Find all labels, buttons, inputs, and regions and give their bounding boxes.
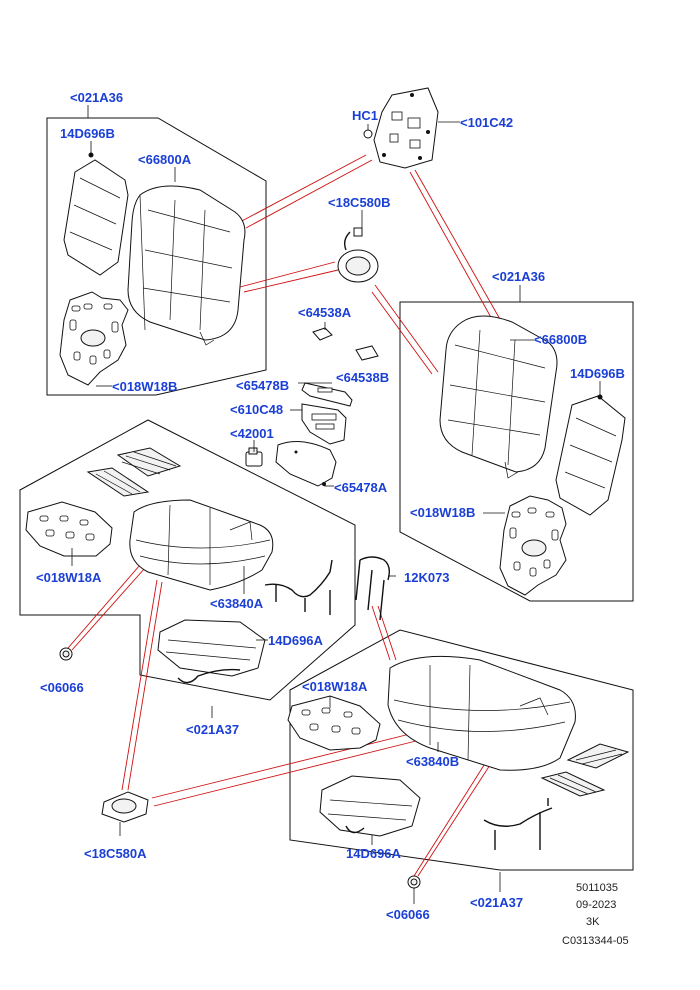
label-66800b[interactable]: <66800B [534, 332, 587, 347]
grommet-06066-right [407, 875, 421, 889]
label-021a36-right[interactable]: <021A36 [492, 269, 545, 284]
leader-lines [71, 105, 601, 904]
backrest-trim-cover-right [439, 315, 558, 479]
backrest-pad-left [63, 152, 129, 276]
label-14d696a-right[interactable]: 14D696A [346, 846, 402, 861]
harness-12k073 [355, 556, 391, 621]
cushion-panel-right [287, 695, 381, 751]
label-64538a[interactable]: <64538A [298, 305, 352, 320]
cushion-trim-right [387, 655, 576, 771]
label-018w18b-left[interactable]: <018W18B [112, 379, 177, 394]
pad-64538b [355, 345, 379, 361]
frame-cushion-right [289, 629, 634, 871]
label-65478a[interactable]: <65478A [334, 480, 388, 495]
label-12k073[interactable]: 12K073 [404, 570, 450, 585]
backrest-pad-right [555, 394, 626, 516]
mesh-pad-right [540, 743, 630, 797]
connector-hc1 [363, 124, 373, 139]
label-18c580b[interactable]: <18C580B [328, 195, 391, 210]
label-06066-right[interactable]: <06066 [386, 907, 430, 922]
seat-motor-18c580a [101, 791, 149, 836]
cushion-pad-left [157, 619, 266, 677]
label-018w18a-right[interactable]: <018W18A [302, 679, 368, 694]
label-610c48[interactable]: <610C48 [230, 402, 283, 417]
seat-motor-18c580b [337, 210, 379, 283]
harness-right [483, 798, 553, 850]
switch-610c48 [301, 403, 347, 445]
frame-backrest-right [399, 301, 634, 602]
control-module-101c42 [373, 87, 460, 169]
label-64538b[interactable]: <64538B [336, 370, 389, 385]
label-hc1[interactable]: HC1 [352, 108, 378, 123]
backrest-trim-cover-left [127, 185, 246, 346]
meta-line-4: C0313344-05 [562, 935, 629, 947]
label-021a36-top-left[interactable]: <021A36 [70, 90, 123, 105]
label-021a37-left[interactable]: <021A37 [186, 722, 239, 737]
meta-line-3: 3K [586, 916, 600, 928]
label-06066-left[interactable]: <06066 [40, 680, 84, 695]
grommet-06066-left [59, 647, 73, 661]
label-66800a[interactable]: <66800A [138, 152, 192, 167]
label-021a37-right[interactable]: <021A37 [470, 895, 523, 910]
label-018w18b-right[interactable]: <018W18B [410, 505, 475, 520]
meta-line-2: 09-2023 [576, 899, 616, 911]
label-14d696b-left[interactable]: 14D696B [60, 126, 115, 141]
bracket-65478b [301, 382, 353, 407]
label-18c580a[interactable]: <18C580A [84, 846, 147, 861]
label-018w18a-left[interactable]: <018W18A [36, 570, 102, 585]
label-65478b[interactable]: <65478B [236, 378, 289, 393]
label-63840a[interactable]: <63840A [210, 596, 264, 611]
label-14d696a-left[interactable]: 14D696A [268, 633, 324, 648]
part-labels: <021A36 14D696B <66800A <018W18B HC1 <10… [36, 90, 625, 922]
label-42001[interactable]: <42001 [230, 426, 274, 441]
cushion-pad-right [319, 775, 421, 837]
diagram-meta: 5011035 09-2023 3K C0313344-05 [562, 882, 629, 947]
label-63840b[interactable]: <63840B [406, 754, 459, 769]
cushion-trim-left [129, 499, 274, 591]
mesh-pad-left [86, 447, 182, 497]
label-101c42[interactable]: <101C42 [460, 115, 513, 130]
backrest-panel-right [499, 495, 567, 596]
harness-left [177, 559, 333, 684]
callout-lines [67, 154, 506, 877]
cushion-panel-left [25, 501, 113, 557]
clip-64538a [312, 322, 333, 341]
frame-cushion-left [19, 419, 356, 701]
trim-65478a [275, 440, 337, 487]
frame-backrest-left [46, 117, 267, 396]
label-14d696b-right[interactable]: 14D696B [570, 366, 625, 381]
backrest-panel-left [59, 291, 129, 386]
meta-line-1: 5011035 [576, 882, 618, 894]
